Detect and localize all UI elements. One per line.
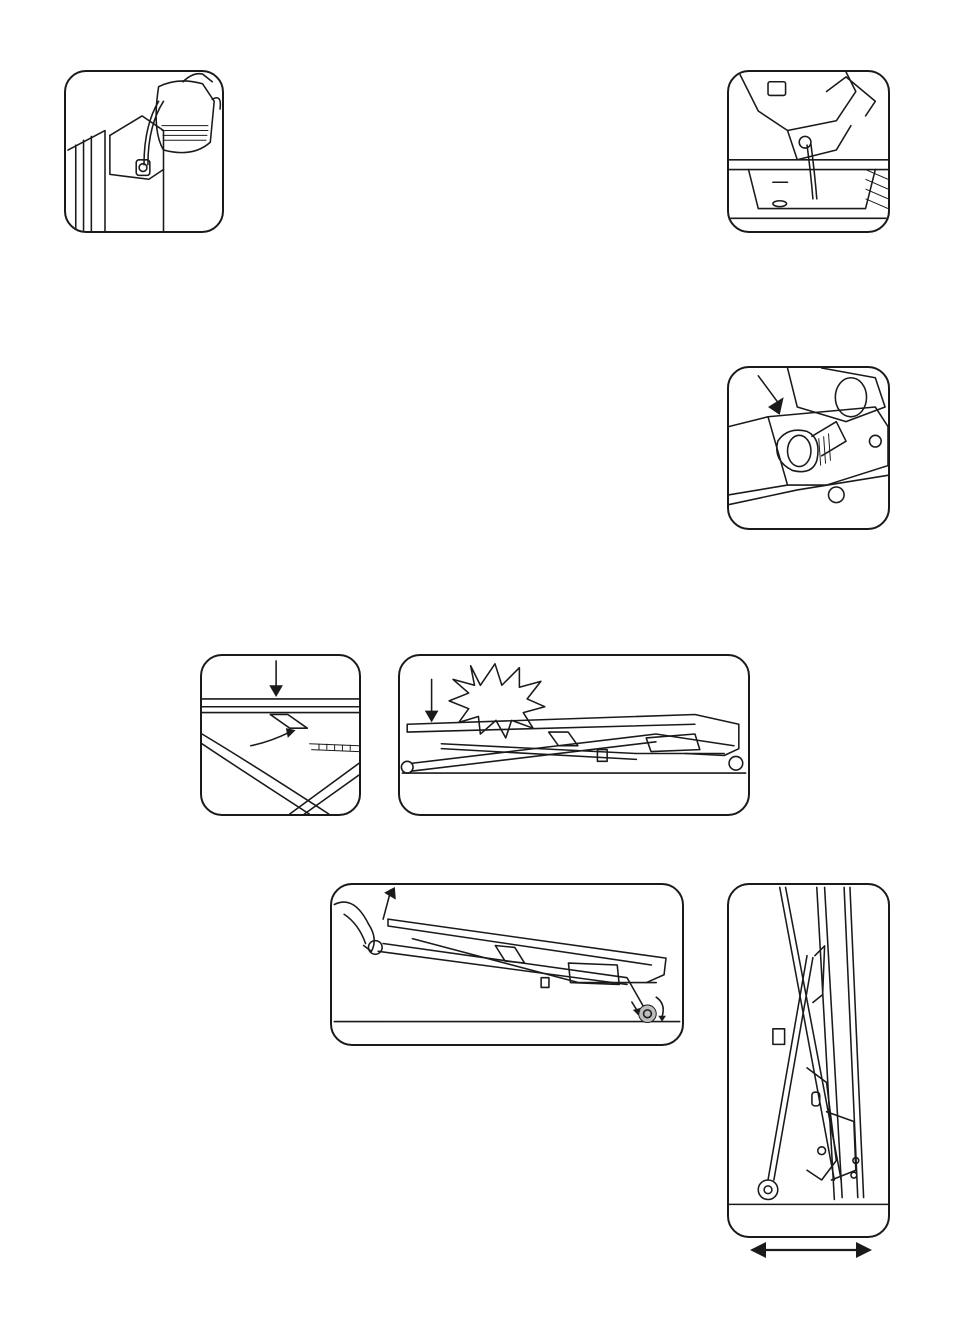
folded-board-press-illustration bbox=[400, 656, 748, 814]
jug-pouring-water-illustration bbox=[66, 72, 222, 231]
width-double-arrow-icon bbox=[750, 1238, 872, 1262]
release-lever-figure bbox=[200, 654, 361, 816]
board-tilt-on-wheels-illustration bbox=[332, 885, 682, 1044]
empty-water-tank-figure bbox=[727, 70, 890, 233]
lift-and-roll-figure bbox=[330, 883, 684, 1046]
open-lid-compartment-illustration bbox=[729, 368, 888, 528]
store-upright-figure bbox=[727, 883, 890, 1238]
upright-stored-board-illustration bbox=[729, 885, 888, 1236]
fill-water-tank-figure bbox=[64, 70, 224, 233]
tank-draining-into-sink-illustration bbox=[729, 72, 888, 231]
open-boiler-compartment-figure bbox=[727, 366, 890, 530]
press-board-down-figure bbox=[398, 654, 750, 816]
board-lever-release-illustration bbox=[202, 656, 359, 814]
